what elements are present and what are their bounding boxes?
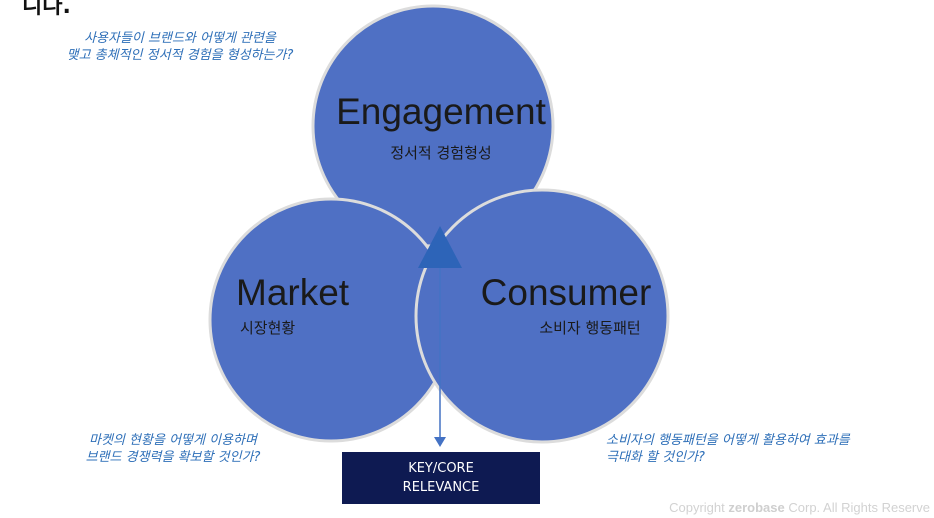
key-core-relevance-box: KEY/CORE RELEVANCE: [342, 452, 540, 504]
market-question-line1: 마켓의 현황을 어떻게 이용하며: [89, 433, 257, 448]
consumer-title: Consumer: [481, 272, 652, 313]
consumer-question-line2: 극대화 할 것인가?: [606, 450, 705, 465]
arrow-head: [434, 437, 446, 447]
copyright-notice: Copyright zerobase Corp. All Rights Rese…: [669, 500, 930, 515]
copyright-prefix: Copyright: [669, 500, 725, 515]
engagement-title: Engagement: [336, 91, 547, 132]
consumer-question-line1: 소비자의 행동패턴을 어떻게 활용하여 효과를: [606, 433, 850, 448]
market-question-line2: 브랜드 경쟁력을 확보할 것인가?: [85, 450, 261, 465]
copyright-brand: zerobase: [728, 500, 785, 515]
circle-consumer: [414, 188, 670, 444]
market-question: 마켓의 현황을 어떻게 이용하며 브랜드 경쟁력을 확보할 것인가?: [48, 432, 298, 466]
center-triangle: [418, 226, 462, 268]
engagement-question-line2: 맺고 총체적인 정서적 경험을 형성하는가?: [66, 48, 294, 63]
key-label-line1: KEY/CORE: [408, 461, 474, 476]
engagement-subtitle: 정서적 경험형성: [390, 144, 491, 162]
heading-fragment: 니다.: [22, 0, 71, 19]
market-subtitle: 시장현황: [240, 319, 295, 337]
key-label-line2: RELEVANCE: [402, 480, 480, 495]
engagement-question-line1: 사용자들이 브랜드와 어떻게 관련을: [84, 31, 276, 46]
engagement-question: 사용자들이 브랜드와 어떻게 관련을 맺고 총체적인 정서적 경험을 형성하는가…: [30, 30, 330, 64]
consumer-question: 소비자의 행동패턴을 어떻게 활용하여 효과를 극대화 할 것인가?: [606, 432, 926, 466]
consumer-subtitle: 소비자 행동패턴: [539, 319, 640, 337]
market-title: Market: [236, 272, 350, 313]
copyright-suffix: Corp. All Rights Reserve: [788, 500, 930, 515]
